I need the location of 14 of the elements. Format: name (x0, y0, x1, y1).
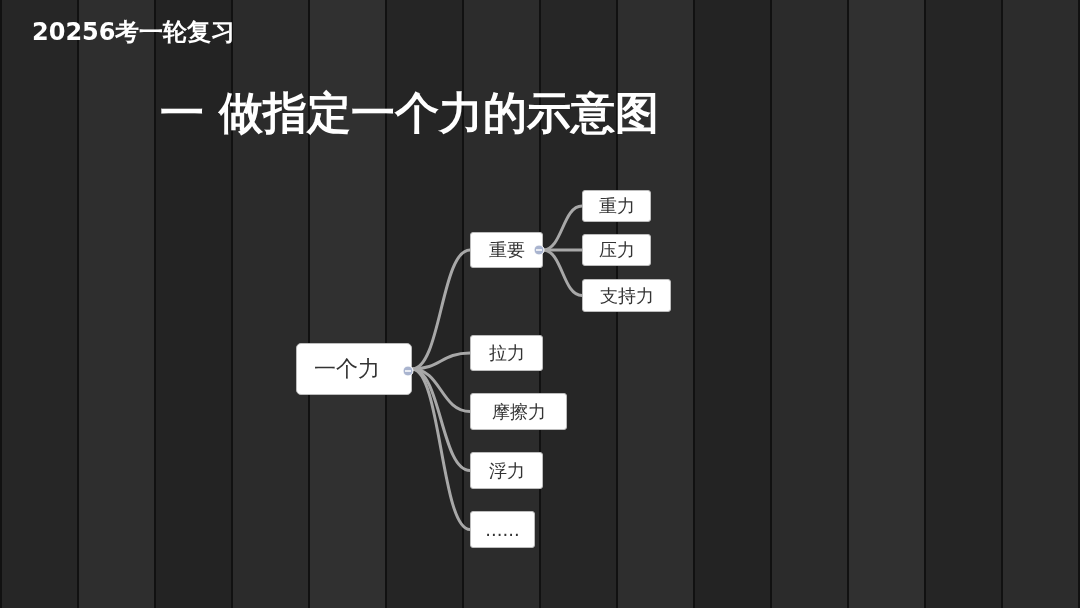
topic-box: ...... (470, 511, 535, 548)
topic-box: 支持力 (582, 279, 671, 312)
subtitle-text: 20256考一轮复习 (32, 17, 236, 48)
branch-line (542, 204, 583, 252)
topic-box: 压力 (582, 234, 651, 266)
topic-box: 摩擦力 (470, 393, 567, 430)
topic-box: 浮力 (470, 452, 543, 489)
root-topic: 一个力 (296, 343, 412, 395)
branch-line (542, 248, 583, 297)
branch-line (411, 351, 471, 371)
topic-box: 拉力 (470, 335, 543, 371)
slide-title: 一 做指定一个力的示意图 (160, 86, 660, 140)
topic-box: 重要 (470, 232, 543, 268)
topic-box: 重力 (582, 190, 651, 222)
